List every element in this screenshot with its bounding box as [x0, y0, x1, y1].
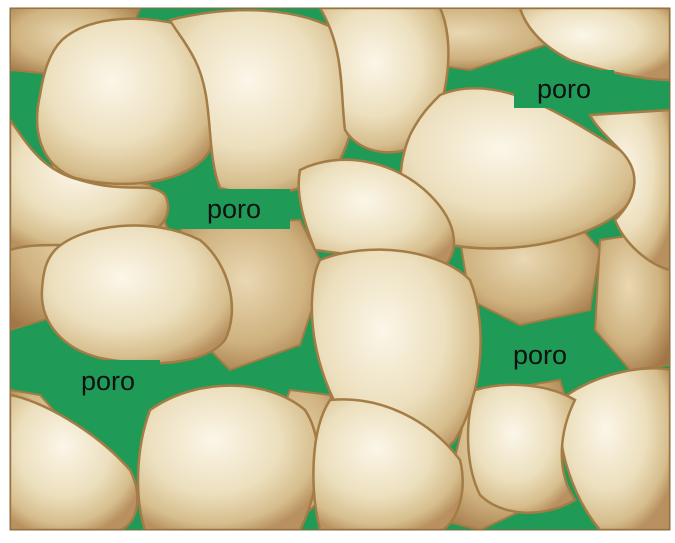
- grain: [138, 386, 318, 530]
- pore-label-text: poro: [513, 340, 567, 370]
- pore-label: poro: [56, 360, 160, 400]
- pore-label: poro: [178, 189, 290, 229]
- pore-label-text: poro: [207, 194, 261, 224]
- pore-label-text: poro: [81, 366, 135, 396]
- pore-label: poro: [490, 336, 590, 374]
- grain: [42, 226, 232, 364]
- grain: [468, 385, 575, 513]
- pore-label: poro: [514, 70, 614, 108]
- pore-label-text: poro: [537, 74, 591, 104]
